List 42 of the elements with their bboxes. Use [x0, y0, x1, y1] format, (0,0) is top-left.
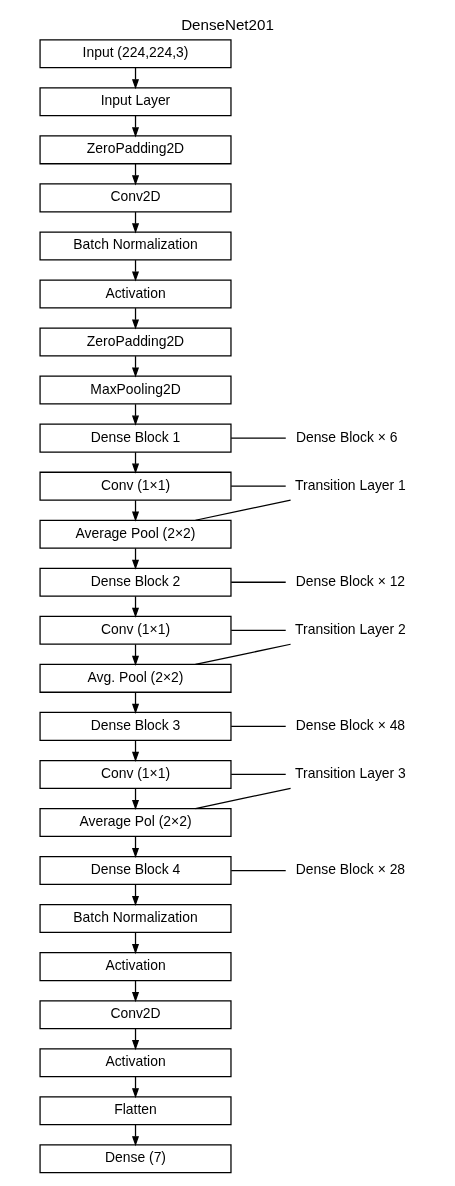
node-box: Conv (1×1) [39, 759, 232, 789]
node-text: Dense Block × 48 [295, 716, 406, 733]
node-box: ZeroPadding2D [39, 327, 232, 357]
node-text: Dense Block × 28 [295, 861, 406, 878]
node-box: Conv2D [39, 1000, 232, 1030]
connector [194, 499, 292, 521]
node-text: Transition Layer 2 [295, 620, 406, 637]
node-box: Activation [39, 279, 232, 309]
node-box: Average Pool (2×2) [39, 519, 232, 549]
node-text: Transition Layer 1 [295, 476, 406, 493]
node-box: Input Layer [39, 87, 232, 117]
node-box: Avg. Pool (2×2) [39, 663, 232, 693]
node-box: MaxPooling2D [39, 375, 232, 405]
diagram-title: DenseNet201 [181, 16, 274, 34]
node-box: Flatten [39, 1096, 232, 1126]
connector [230, 773, 287, 776]
connector [194, 787, 292, 810]
node-text: Transition Layer 3 [295, 764, 406, 781]
node-box: Conv2D [39, 183, 232, 213]
node-box: Input (224,224,3) [39, 39, 232, 69]
node-box: Average Pol (2×2) [39, 807, 232, 837]
connector [230, 869, 287, 872]
node-box: Conv (1×1) [39, 471, 232, 501]
connector [230, 485, 287, 487]
node-text: Dense Block × 6 [295, 428, 398, 445]
connector [230, 437, 287, 439]
node-box: Dense Block 3 [39, 711, 232, 741]
node-box: Dense (7) [39, 1144, 232, 1174]
node-box: Activation [39, 952, 232, 982]
node-text: Dense Block × 12 [295, 572, 406, 589]
connector [230, 725, 287, 727]
node-box: Dense Block 2 [39, 567, 232, 597]
node-box: Conv (1×1) [39, 615, 232, 645]
node-box: Dense Block 4 [39, 856, 232, 886]
node-box: Batch Normalization [39, 904, 232, 934]
connector [230, 629, 287, 631]
node-box: Batch Normalization [39, 231, 232, 261]
node-box: Dense Block 1 [39, 423, 232, 453]
node-box: Activation [39, 1048, 232, 1078]
node-box: ZeroPadding2D [39, 135, 232, 165]
connector [230, 581, 287, 583]
connector [194, 643, 292, 665]
